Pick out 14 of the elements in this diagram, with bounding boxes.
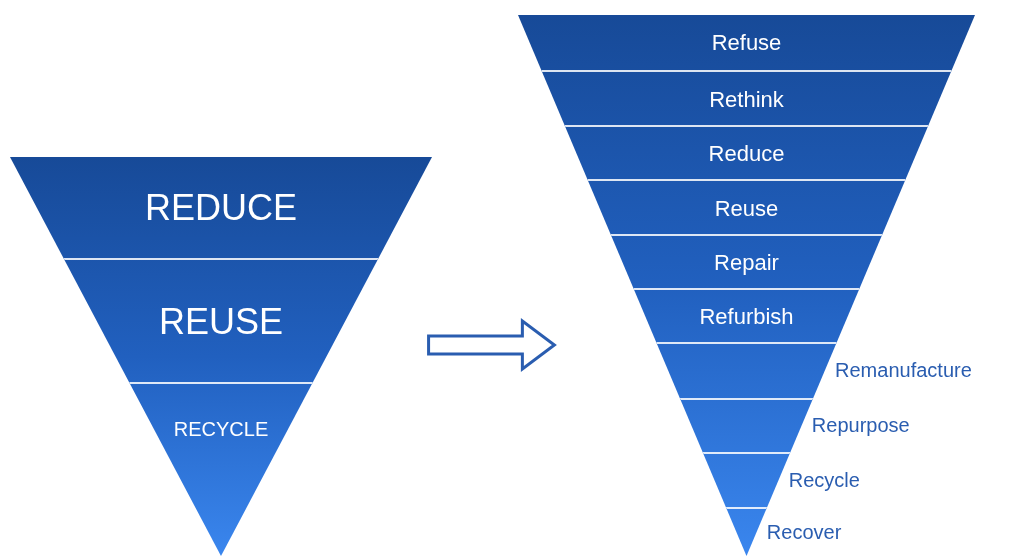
tier-label: REUSE: [157, 301, 284, 343]
tier-label: Refuse: [710, 29, 783, 56]
tier-label: Repurpose: [811, 413, 910, 437]
tier-label: Remanufacture: [835, 358, 972, 382]
tier-label: REDUCE: [144, 186, 298, 229]
tier-label: RECYCLE: [172, 417, 270, 441]
tier-label: Recycle: [788, 468, 860, 491]
tier-label: Repair: [713, 250, 780, 276]
tier-label: Recover: [766, 520, 842, 543]
tier-label: Reduce: [707, 141, 786, 167]
tier-label: Reuse: [713, 195, 780, 222]
tier-label: Refurbish: [698, 304, 795, 330]
tier-label: Rethink: [708, 86, 785, 113]
arrow: [427, 318, 557, 372]
